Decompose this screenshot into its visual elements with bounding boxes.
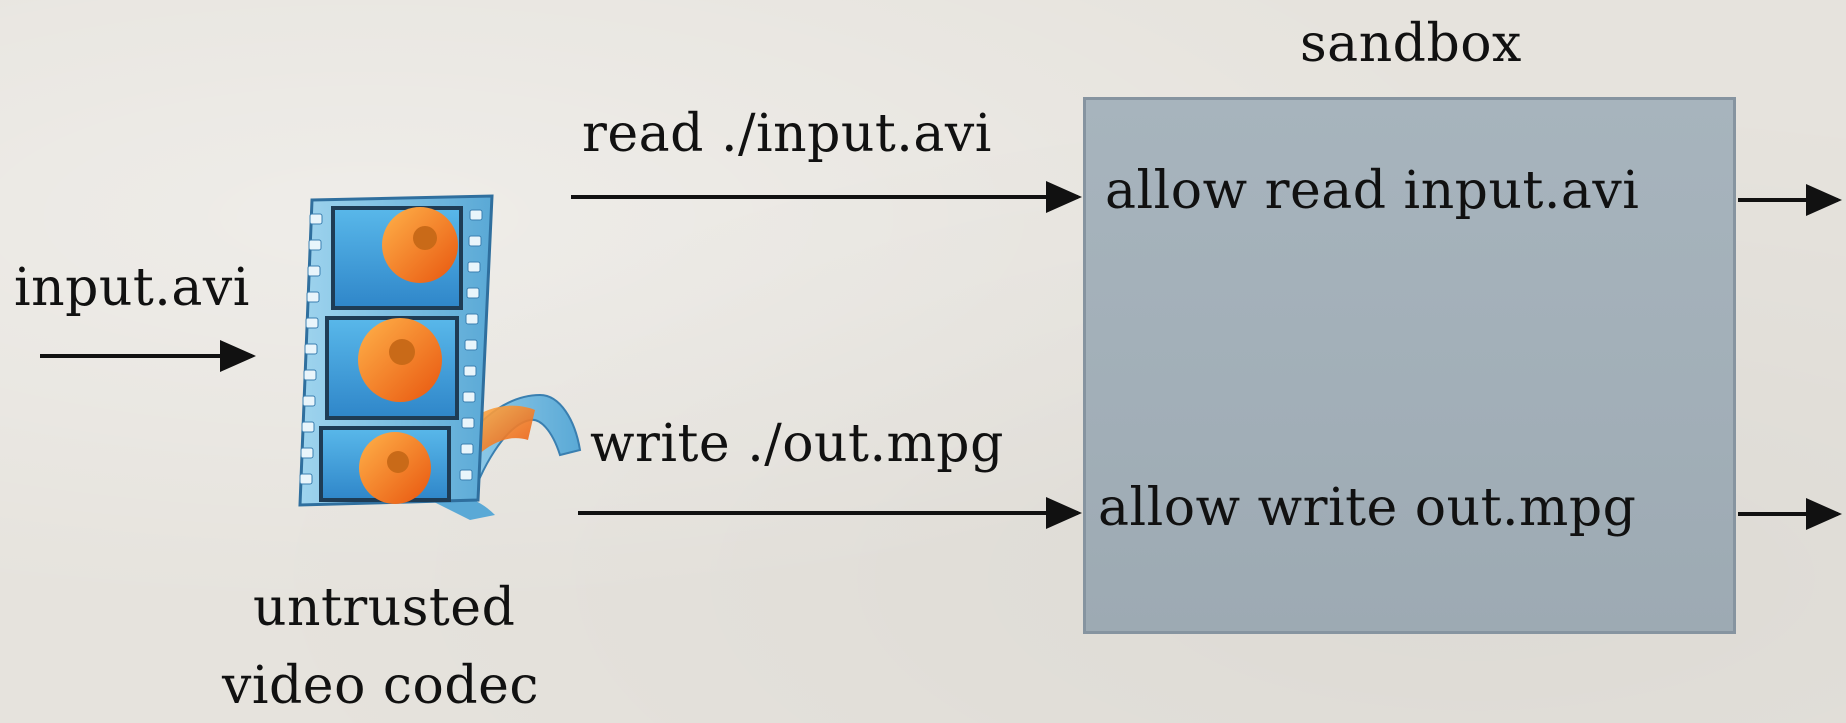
- read-request-label: read ./input.avi: [582, 104, 992, 164]
- sandbox-box: [1083, 97, 1736, 634]
- allow-read-rule: allow read input.avi: [1105, 161, 1640, 221]
- input-file-label: input.avi: [14, 258, 250, 318]
- write-request-label: write ./out.mpg: [590, 414, 1004, 474]
- codec-label-line2: video codec: [222, 656, 540, 716]
- codec-label-line1: untrusted: [253, 578, 516, 638]
- sandbox-title: sandbox: [1300, 14, 1522, 74]
- film-strip-icon: [298, 194, 582, 520]
- allow-write-rule: allow write out.mpg: [1098, 478, 1637, 538]
